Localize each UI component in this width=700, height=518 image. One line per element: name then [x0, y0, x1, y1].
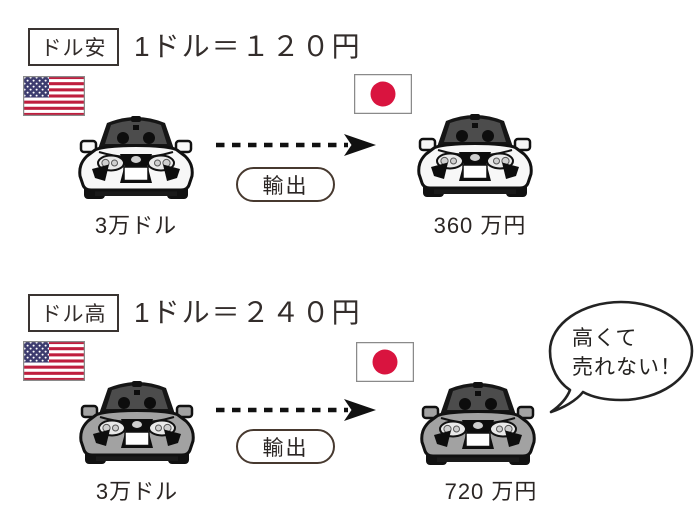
price-label-dollars: 3万ドル [95, 479, 179, 504]
export-label: 輸出 [262, 436, 309, 460]
price-label-yen: 360 万円 [433, 213, 527, 238]
tag-label: ドル高 [40, 303, 107, 326]
price-label-yen: 720 万円 [444, 479, 538, 504]
speech-bubble-line1: 高くて [572, 327, 638, 350]
car-front-icon-japan [413, 372, 543, 472]
tag-box-dollar-strong: ドル高 [28, 294, 119, 332]
tag-box-dollar-weak: ドル安 [28, 28, 119, 66]
car-front-icon-japan [410, 104, 540, 204]
section-dollar-weak: ドル安 1ドル＝１２０円 輸出 3万ドル 360 万円 [0, 28, 700, 238]
exchange-rate-text: 1ドル＝２４０円 [134, 297, 362, 328]
exchange-rate-text: 1ドル＝１２０円 [134, 31, 362, 62]
export-badge: 輸出 [236, 167, 335, 202]
car-front-icon-us [71, 106, 201, 206]
section-dollar-strong: ドル高 1ドル＝２４０円 輸出 3万ドル 720 万円 高くて 売 [0, 260, 700, 518]
japan-flag-icon [354, 74, 412, 114]
dashed-export-arrow-icon [213, 396, 379, 424]
tag-label: ドル安 [40, 37, 107, 60]
export-badge: 輸出 [236, 429, 335, 464]
dashed-export-arrow-icon [213, 131, 379, 159]
export-label: 輸出 [262, 174, 309, 198]
japan-flag-icon [356, 342, 414, 382]
price-label-dollars: 3万ドル [94, 213, 178, 238]
speech-bubble: 高くて 売れない！ [543, 298, 695, 416]
speech-bubble-line2: 売れない！ [572, 356, 682, 379]
speech-bubble-text: 高くて 売れない！ [572, 324, 682, 382]
car-front-icon-us [72, 371, 202, 471]
